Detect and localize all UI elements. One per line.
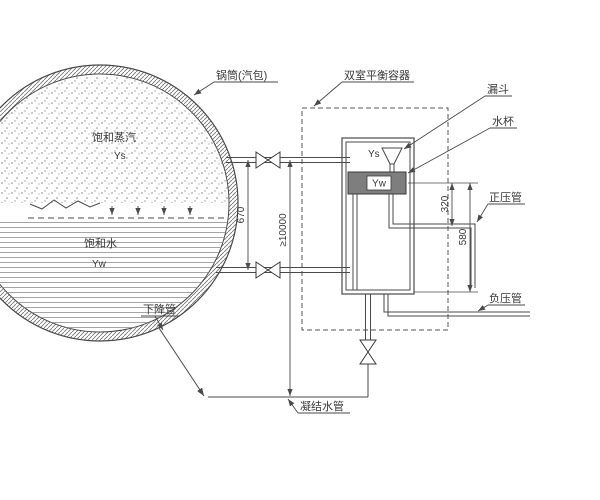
balance-vessel: Ys Yw <box>341 137 530 317</box>
saturated-water-symbol: Yw <box>92 259 107 270</box>
positive-pipe-label: 正压管 <box>489 190 522 204</box>
saturated-water-label: 饱和水 <box>84 236 117 250</box>
balance-vessel-label: 双室平衡容器 <box>344 68 410 82</box>
negative-pressure-pipe <box>383 294 530 317</box>
condensate-label: 凝结水管 <box>300 399 344 413</box>
callout-drum: 锅筒(汽包) <box>193 68 278 96</box>
callouts: 锅筒(汽包) 双室平衡容器 漏斗 水杯 正压管 负压管 <box>141 68 525 414</box>
valve-steam-tap <box>255 151 281 169</box>
valve-water-tap <box>255 261 281 279</box>
callout-negative-pipe: 负压管 <box>477 291 525 312</box>
downcomer-line <box>158 327 205 397</box>
dim-text-670: 670 <box>236 206 247 223</box>
callout-downcomer: 下降管 <box>141 302 179 331</box>
dimensions: 670 ≥10000 320 580 <box>236 160 478 396</box>
dim-text-10000: ≥10000 <box>278 213 289 247</box>
callout-condensate: 凝结水管 <box>287 398 350 414</box>
balance-vessel-boundary <box>301 107 449 331</box>
piping <box>158 151 377 398</box>
dim-text-580: 580 <box>458 228 469 245</box>
vessel-steam-symbol: Ys <box>368 149 380 160</box>
water-cup-label-box <box>366 175 392 191</box>
callout-positive-pipe: 正压管 <box>476 190 525 223</box>
callout-balance-vessel: 双室平衡容器 <box>313 68 414 107</box>
callout-water-cup: 水杯 <box>407 114 517 174</box>
dim-text-320: 320 <box>440 195 451 212</box>
boiler-drum: 饱和蒸汽 Ys 饱和水 Yw <box>0 64 239 342</box>
valve-drain <box>359 339 377 365</box>
saturated-steam-symbol: Ys <box>114 151 126 162</box>
water-cup-label: 水杯 <box>492 114 514 128</box>
drum-label: 锅筒(汽包) <box>216 68 267 82</box>
saturated-steam-label: 饱和蒸汽 <box>92 130 136 144</box>
negative-pipe-label: 负压管 <box>489 291 522 305</box>
callout-funnel: 漏斗 <box>403 83 512 150</box>
funnel-label: 漏斗 <box>487 83 509 96</box>
downcomer-label: 下降管 <box>143 302 176 316</box>
water-cup-symbol: Yw <box>372 179 387 190</box>
vessel-inner-wall <box>345 141 411 291</box>
break-line <box>29 199 101 210</box>
